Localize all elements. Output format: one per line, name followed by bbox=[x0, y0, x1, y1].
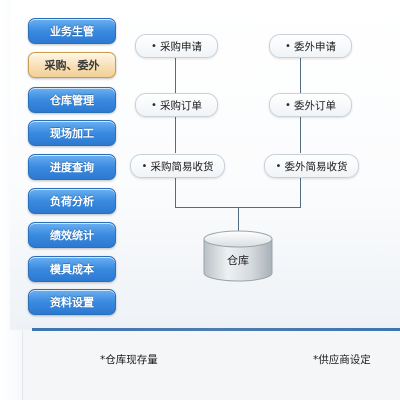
sidebar-item-data-settings[interactable]: 资料设置 bbox=[28, 289, 116, 315]
database-cylinder-icon bbox=[203, 230, 273, 282]
bullet-icon: • bbox=[285, 99, 291, 111]
sidebar-item-purchase-outsource[interactable]: 采购、委外 bbox=[28, 52, 116, 78]
sidebar-item-label: 业务生管 bbox=[50, 25, 94, 38]
sidebar-item-label: 模具成本 bbox=[50, 263, 94, 276]
sidebar-item-sales-production[interactable]: 业务生管 bbox=[28, 18, 116, 44]
connector-purchase-2 bbox=[175, 115, 176, 153]
sidebar-item-label: 仓库管理 bbox=[50, 94, 94, 107]
node-label: 采购简易收货 bbox=[150, 160, 214, 173]
sidebar-item-warehouse[interactable]: 仓库管理 bbox=[28, 87, 116, 113]
sidebar-item-label: 负荷分析 bbox=[50, 195, 94, 208]
sidebar-item-progress-query[interactable]: 进度查询 bbox=[28, 154, 116, 180]
connector-purchase-1 bbox=[175, 55, 176, 93]
node-label: 委外简易收货 bbox=[284, 160, 348, 173]
sidebar-item-label: 采购、委外 bbox=[44, 59, 100, 72]
bullet-icon: • bbox=[285, 40, 291, 52]
sidebar-item-load-analysis[interactable]: 负荷分析 bbox=[28, 188, 116, 214]
connector-outsource-2 bbox=[300, 115, 301, 153]
stock-on-hand-link[interactable]: *仓库现存量 bbox=[100, 354, 158, 366]
connector-purchase-3 bbox=[175, 176, 176, 207]
panel-divider bbox=[32, 328, 400, 331]
bullet-icon: • bbox=[151, 40, 157, 52]
sidebar-item-onsite-processing[interactable]: 现场加工 bbox=[28, 120, 116, 146]
supplier-setup-link[interactable]: *供应商设定 bbox=[313, 354, 371, 366]
sidebar-item-label: 进度查询 bbox=[50, 161, 94, 174]
node-outsource-request[interactable]: • 委外申请 bbox=[269, 34, 352, 58]
node-label: 采购订单 bbox=[159, 99, 202, 112]
node-label: 采购申请 bbox=[159, 40, 202, 53]
warehouse-node[interactable]: 仓库 bbox=[202, 230, 274, 282]
connector-to-warehouse bbox=[238, 207, 239, 232]
warehouse-label: 仓库 bbox=[227, 254, 249, 267]
node-purchase-receipt[interactable]: • 采购简易收货 bbox=[130, 154, 225, 178]
node-outsource-receipt[interactable]: • 委外简易收货 bbox=[264, 154, 359, 178]
node-label: 委外申请 bbox=[293, 40, 336, 53]
bullet-icon: • bbox=[275, 160, 282, 172]
sidebar-item-label: 绩效统计 bbox=[50, 229, 94, 242]
connector-outsource-3 bbox=[300, 176, 301, 207]
sidebar-item-performance-stats[interactable]: 绩效统计 bbox=[28, 222, 116, 248]
node-purchase-request[interactable]: • 采购申请 bbox=[135, 34, 218, 58]
connector-outsource-1 bbox=[300, 55, 301, 93]
sidebar-item-label: 现场加工 bbox=[50, 127, 94, 140]
node-purchase-order[interactable]: • 采购订单 bbox=[135, 93, 218, 117]
sidebar-item-label: 资料设置 bbox=[50, 296, 94, 309]
sidebar-item-mold-cost[interactable]: 模具成本 bbox=[28, 256, 116, 282]
node-outsource-order[interactable]: • 委外订单 bbox=[269, 93, 352, 117]
bullet-icon: • bbox=[151, 99, 157, 111]
node-label: 委外订单 bbox=[293, 99, 336, 112]
bullet-icon: • bbox=[141, 160, 148, 172]
